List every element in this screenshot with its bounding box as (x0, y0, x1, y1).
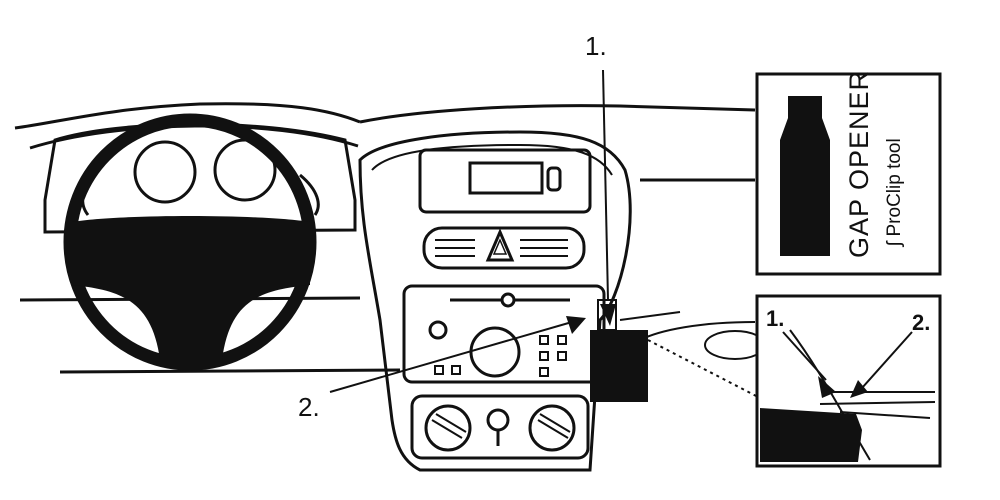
mounting-bracket (590, 330, 648, 402)
climate-controls (410, 394, 590, 460)
callout-2-label: 2. (298, 392, 320, 422)
inset-leader (647, 339, 761, 399)
inset-label-2: 2. (912, 310, 930, 335)
callout-1-marker (600, 69, 616, 326)
radio-display-unit (418, 148, 592, 214)
steering-hub (72, 216, 310, 360)
radio-button (546, 166, 562, 192)
detail-inset: 1. 2. (755, 294, 942, 468)
control-knob (469, 326, 521, 378)
inset-dash-panel (760, 408, 862, 462)
gap-opener-title: GAP OPENER (844, 70, 874, 258)
gap-opener-subtitle: ʃ ProClip tool (884, 138, 905, 248)
radio-screen (468, 161, 544, 195)
inset-label-1: 1. (766, 306, 784, 331)
gap-opener-tool-icon (780, 96, 830, 256)
center-console (358, 130, 632, 472)
callout-2-marker (329, 316, 586, 393)
steering-wheel (63, 113, 317, 371)
control-buttons (434, 335, 567, 377)
callout-1-label: 1. (585, 31, 607, 61)
gap-opener-panel: GAP OPENER ʃ ProClip tool (755, 70, 942, 276)
hazard-icon (485, 228, 515, 262)
center-vents (422, 226, 586, 270)
